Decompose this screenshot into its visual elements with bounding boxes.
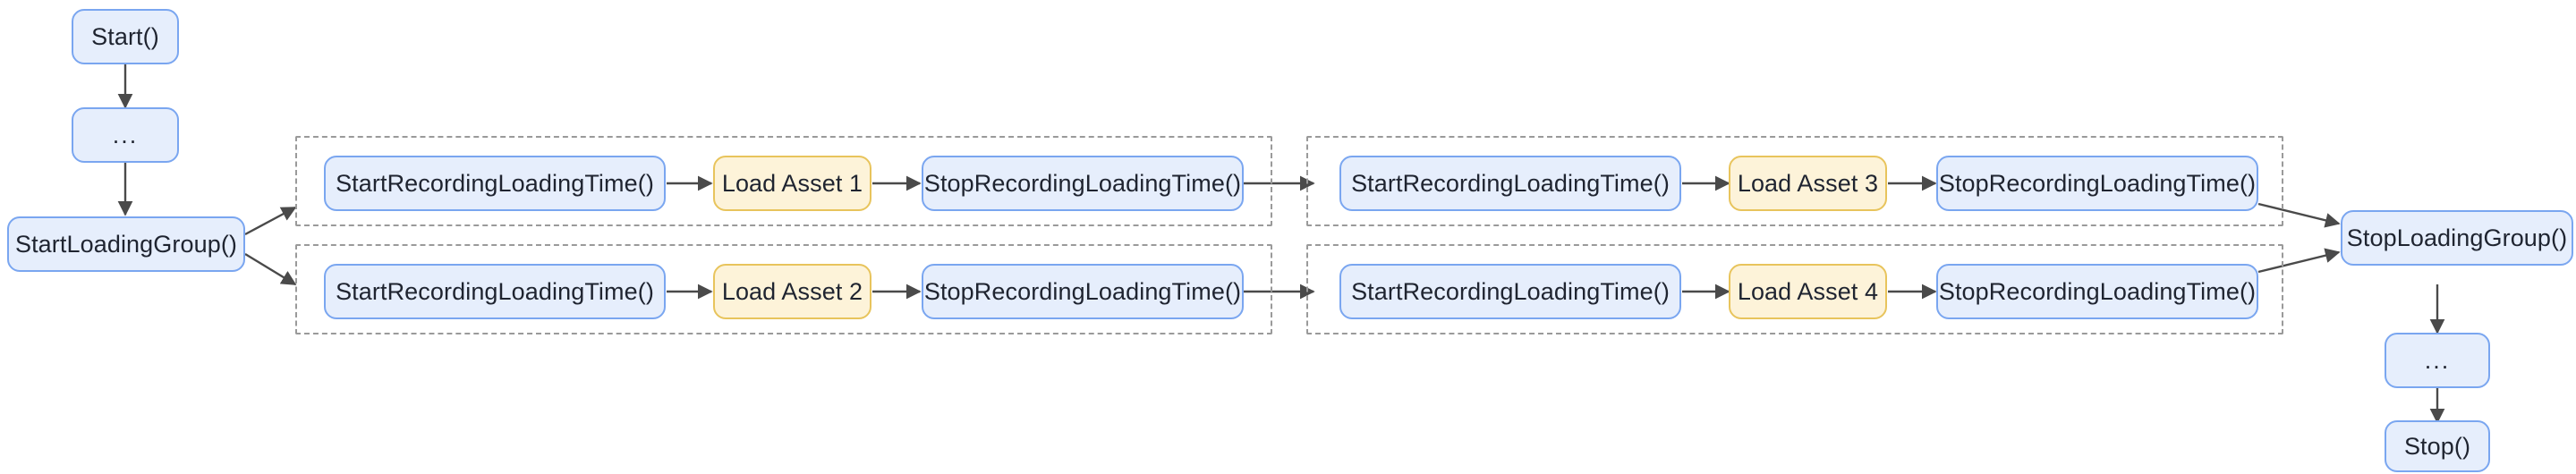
node-stop-recording-1[interactable]: StopRecordingLoadingTime() (922, 156, 1244, 211)
node-start-recording-4[interactable]: StartRecordingLoadingTime() (1339, 264, 1681, 319)
node-load-asset-4[interactable]: Load Asset 4 (1729, 264, 1887, 319)
node-load-asset-2[interactable]: Load Asset 2 (713, 264, 871, 319)
node-start[interactable]: Start() (72, 9, 179, 64)
node-stop-recording-2[interactable]: StopRecordingLoadingTime() (922, 264, 1244, 319)
node-start-recording-2[interactable]: StartRecordingLoadingTime() (324, 264, 666, 319)
node-stop[interactable]: Stop() (2385, 420, 2490, 472)
subgraph-group-1-row-1 (295, 136, 1272, 226)
node-stop-recording-3[interactable]: StopRecordingLoadingTime() (1936, 156, 2258, 211)
node-start-recording-3[interactable]: StartRecordingLoadingTime() (1339, 156, 1681, 211)
node-load-asset-3[interactable]: Load Asset 3 (1729, 156, 1887, 211)
node-start-recording-1[interactable]: StartRecordingLoadingTime() (324, 156, 666, 211)
node-start-loading-group[interactable]: StartLoadingGroup() (7, 216, 245, 272)
node-ellipsis-left[interactable]: ... (72, 107, 179, 163)
ellipsis-label: ... (112, 121, 139, 148)
node-ellipsis-right[interactable]: ... (2385, 333, 2490, 388)
subgraph-group-1-row-2 (295, 244, 1272, 334)
ellipsis-label: ... (2424, 346, 2451, 374)
node-load-asset-1[interactable]: Load Asset 1 (713, 156, 871, 211)
node-stop-loading-group[interactable]: StopLoadingGroup() (2341, 210, 2573, 266)
node-stop-recording-4[interactable]: StopRecordingLoadingTime() (1936, 264, 2258, 319)
